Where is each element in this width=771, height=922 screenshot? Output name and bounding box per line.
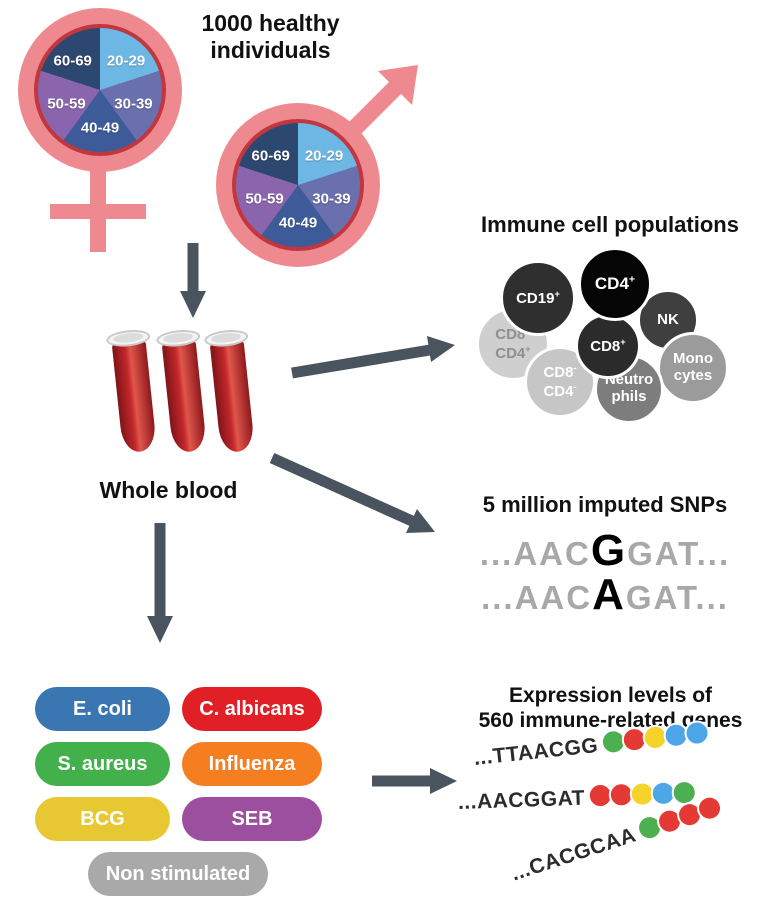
cell-monocytes: Mono cytes	[657, 332, 729, 404]
stimulus-label: Influenza	[208, 752, 296, 775]
arrow-down-to-stimuli	[147, 523, 173, 643]
snp-seq2-pre: ...AAC	[481, 579, 593, 616]
expression-title-line1: Expression levels of	[508, 684, 713, 707]
test-tube	[203, 328, 261, 458]
arrow-to-snps	[269, 452, 435, 533]
tube-blood	[161, 338, 208, 454]
page-title-line2: individuals	[210, 37, 331, 64]
snp-seq1-post: GAT...	[627, 535, 731, 572]
pie-slice-label-30-39: 30-39	[114, 95, 153, 113]
pie-slice-label-20-29: 20-29	[106, 52, 146, 70]
test-tube	[105, 328, 163, 458]
arrow-to-immune-cells	[291, 336, 455, 379]
gene-sequence: ...CACGCAA	[508, 823, 639, 886]
stimulus-pill-ecoli: E. coli	[35, 687, 170, 731]
pie-slice-label-60-69: 60-69	[53, 52, 92, 70]
page-title: 1000 healthy individuals	[168, 10, 373, 64]
pie-slice-label-50-59: 50-59	[245, 190, 284, 208]
whole-blood-label: Whole blood	[99, 477, 238, 503]
pie-slice-label-20-29: 20-29	[304, 147, 344, 165]
arrow-down-to-blood	[180, 243, 206, 318]
test-tube	[155, 328, 213, 458]
stimulus-pill-saureus: S. aureus	[35, 742, 170, 786]
bead	[683, 719, 711, 747]
pie-slice-label-30-39: 30-39	[312, 190, 351, 208]
pie-slice-label-50-59: 50-59	[47, 95, 86, 113]
expression-title: Expression levels of 560 immune-related …	[458, 684, 763, 734]
stimulus-label: BCG	[80, 807, 125, 830]
female-crossbar	[50, 204, 146, 219]
stimulus-label: C. albicans	[199, 697, 305, 720]
stimulus-pill-nonstimulated: Non stimulated	[88, 852, 268, 896]
female-age-pie: 20-29 30-39 40-49 50-59 60-69	[34, 24, 166, 156]
male-arrow	[341, 65, 418, 142]
cell-cd4: CD4+	[578, 247, 652, 321]
snp-sequence-2: ...AACAGAT...	[440, 570, 770, 620]
snp-seq2-variant: A	[592, 570, 626, 619]
tube-blood	[209, 338, 256, 454]
stimulus-pill-seb: SEB	[182, 797, 322, 841]
arrow-to-expression	[372, 768, 457, 794]
snp-seq1-pre: ...AAC	[479, 535, 591, 572]
pie-slice-label-40-49: 40-49	[278, 214, 318, 232]
stimulus-label: E. coli	[73, 697, 132, 720]
immune-populations-title: Immune cell populations	[481, 212, 739, 237]
cell-cd8: CD8+	[575, 313, 641, 379]
snp-seq2-post: GAT...	[625, 579, 729, 616]
cell-cd19: CD19+	[500, 260, 576, 336]
stimulus-pill-influenza: Influenza	[182, 742, 322, 786]
gene-sequence: ...AACGGAT	[457, 786, 586, 814]
snps-title: 5 million imputed SNPs	[482, 492, 728, 517]
page-title-line1: 1000 healthy	[201, 10, 340, 36]
gene-sequence: ...TTAACGG	[472, 734, 600, 770]
stimulus-label: S. aureus	[57, 752, 148, 775]
pie-slice-label-60-69: 60-69	[251, 147, 290, 165]
stimulus-pill-calbicans: C. albicans	[182, 687, 322, 731]
snp-sequence-1: ...AACGGAT...	[440, 526, 770, 576]
stimulus-label: SEB	[231, 807, 273, 830]
stimulus-pill-bcg: BCG	[35, 797, 170, 841]
tube-blood	[111, 338, 158, 454]
pie-slice-label-40-49: 40-49	[80, 119, 120, 137]
stimulus-label: Non stimulated	[105, 862, 251, 885]
male-age-pie: 20-29 30-39 40-49 50-59 60-69	[232, 119, 364, 251]
snp-seq1-variant: G	[590, 526, 628, 575]
